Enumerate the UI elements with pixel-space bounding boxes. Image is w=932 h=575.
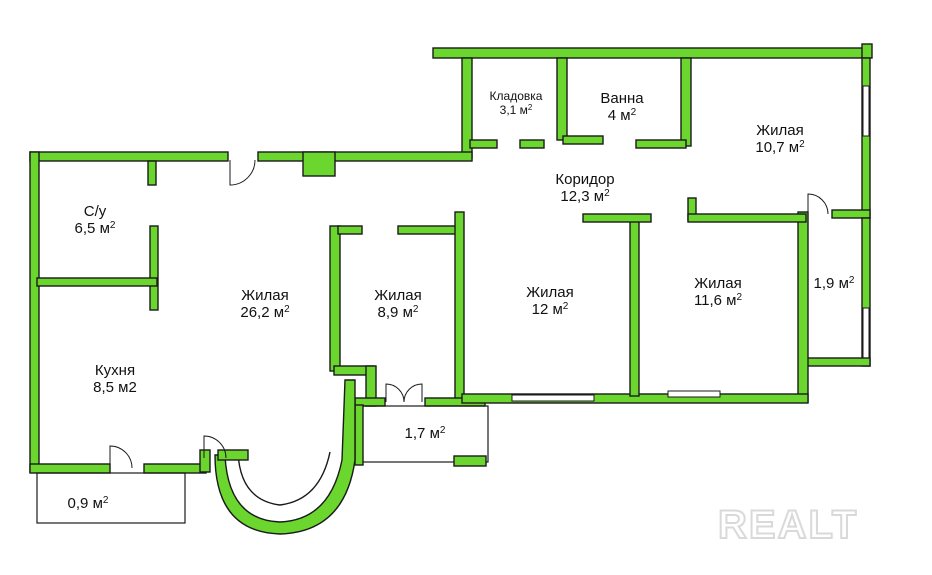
room-area-living-3: 12 м2: [532, 301, 569, 319]
room-name-living-3: Жилая: [526, 284, 573, 301]
room-area-balcony-s: 0,9 м2: [68, 495, 109, 513]
room-name-living-main: Жилая: [241, 287, 288, 304]
room-name-wc: С/у: [84, 203, 107, 220]
room-name-living-4: Жилая: [694, 275, 741, 292]
realt-watermark: REALT: [718, 503, 858, 547]
room-area-bath: 4 м2: [608, 107, 637, 125]
room-name-storage: Кладовка: [490, 89, 543, 103]
room-area-bedroom-ne: 10,7 м2: [755, 139, 805, 157]
room-name-bath: Ванна: [600, 90, 644, 107]
room-area-corridor: 12,3 м2: [560, 188, 610, 206]
room-area-balcony-e: 1,9 м2: [814, 275, 855, 293]
room-name-kitchen: Кухня: [95, 362, 135, 379]
room-area-living-2: 8,9 м2: [378, 304, 419, 322]
room-name-corridor: Коридор: [555, 171, 614, 188]
room-area-living-main: 26,2 м2: [240, 304, 290, 322]
room-area-wc: 6,5 м2: [75, 220, 116, 238]
room-area-vestibule: 1,7 м2: [405, 425, 446, 443]
room-name-bedroom-ne: Жилая: [756, 122, 803, 139]
room-area-kitchen: 8,5 м2: [93, 379, 137, 396]
walls: [29, 43, 873, 535]
room-name-living-2: Жилая: [374, 287, 421, 304]
doors: [109, 159, 829, 469]
room-area-storage: 3,1 м2: [500, 103, 533, 118]
room-area-living-4: 11,6 м2: [694, 292, 743, 310]
